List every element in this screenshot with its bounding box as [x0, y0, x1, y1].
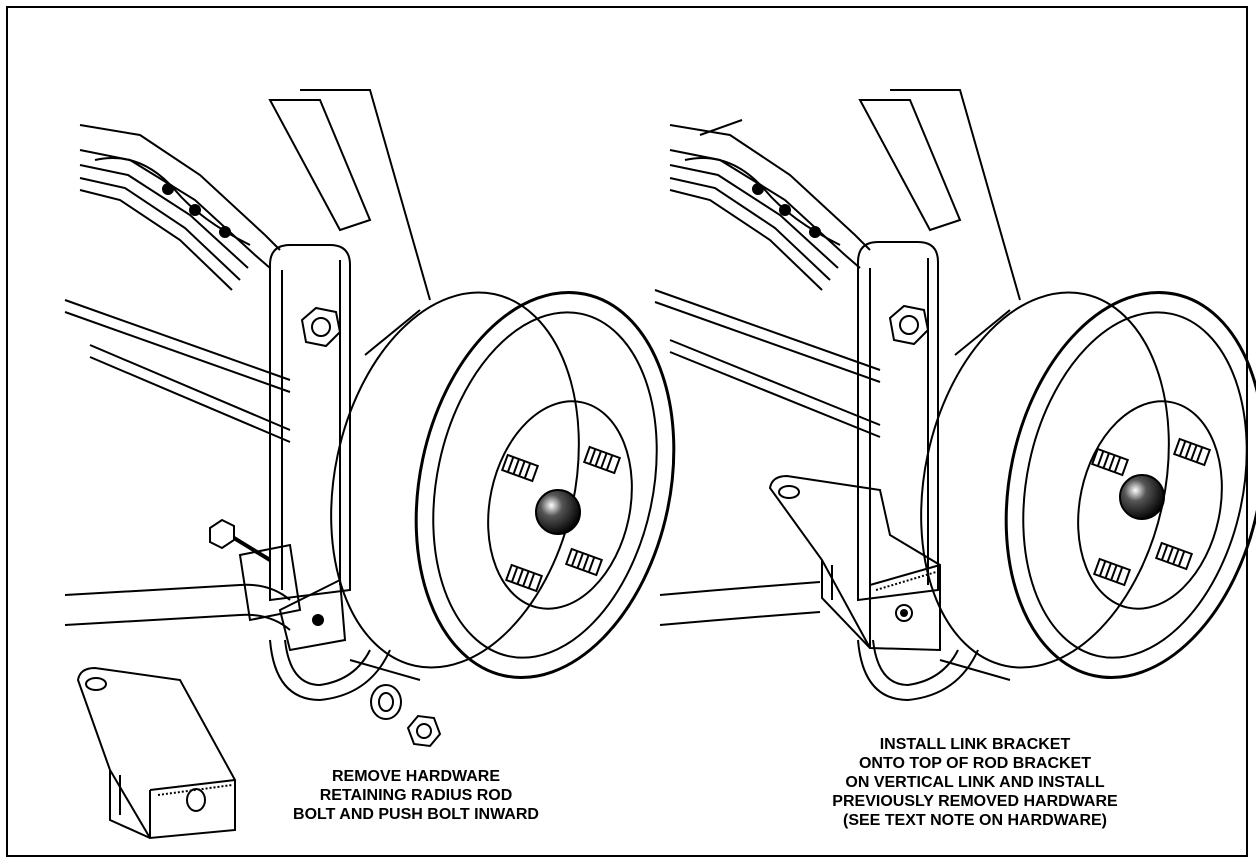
brake-drum-right: [920, 290, 1256, 681]
wheel-studs-right: [1090, 437, 1212, 587]
hub-cap-right: [1119, 474, 1165, 520]
caption-line: BOLT AND PUSH BOLT INWARD: [293, 806, 539, 823]
caption-line: REMOVE HARDWARE: [331, 768, 500, 785]
pointer-arrow: [699, 119, 743, 136]
leaf-spring-right: [669, 119, 871, 291]
axle-rails-right: [654, 89, 1021, 438]
radius-rod-left: [64, 543, 347, 652]
vertical-link-left: [269, 244, 391, 702]
leaf-spring-left: [79, 124, 281, 291]
hub-cap-left: [535, 489, 581, 535]
upper-nut-right: [888, 304, 930, 346]
caption-line: RETAINING RADIUS ROD: [319, 787, 513, 804]
link-bracket-installed: [768, 474, 941, 652]
caption-install-bracket: INSTALL LINK BRACKET ONTO TOP OF ROD BRA…: [780, 735, 1170, 830]
removed-washer-left: [370, 684, 402, 720]
caption-line: (SEE TEXT NOTE ON HARDWARE): [842, 812, 1107, 829]
radius-rod-right: [659, 581, 821, 626]
caption-line: INSTALL LINK BRACKET: [879, 736, 1071, 753]
caption-line: ONTO TOP OF ROD BRACKET: [858, 755, 1091, 772]
axle-rails-left: [64, 89, 431, 443]
removed-nut-left: [406, 714, 442, 748]
upper-nut-left: [300, 306, 342, 348]
link-bracket-loose: [76, 666, 236, 840]
brake-drum-left: [330, 290, 676, 681]
right-panel-illustration: [654, 89, 1256, 702]
diagram-frame: [6, 6, 1248, 857]
caption-remove-hardware: REMOVE HARDWARE RETAINING RADIUS ROD BOL…: [236, 767, 596, 824]
caption-line: PREVIOUSLY REMOVED HARDWARE: [832, 793, 1118, 810]
caption-line: ON VERTICAL LINK AND INSTALL: [845, 774, 1105, 791]
vertical-link-right: [857, 241, 979, 702]
wheel-studs-left: [500, 445, 622, 593]
radius-rod-bolt-left: [209, 518, 272, 562]
left-panel-illustration: [64, 89, 676, 840]
